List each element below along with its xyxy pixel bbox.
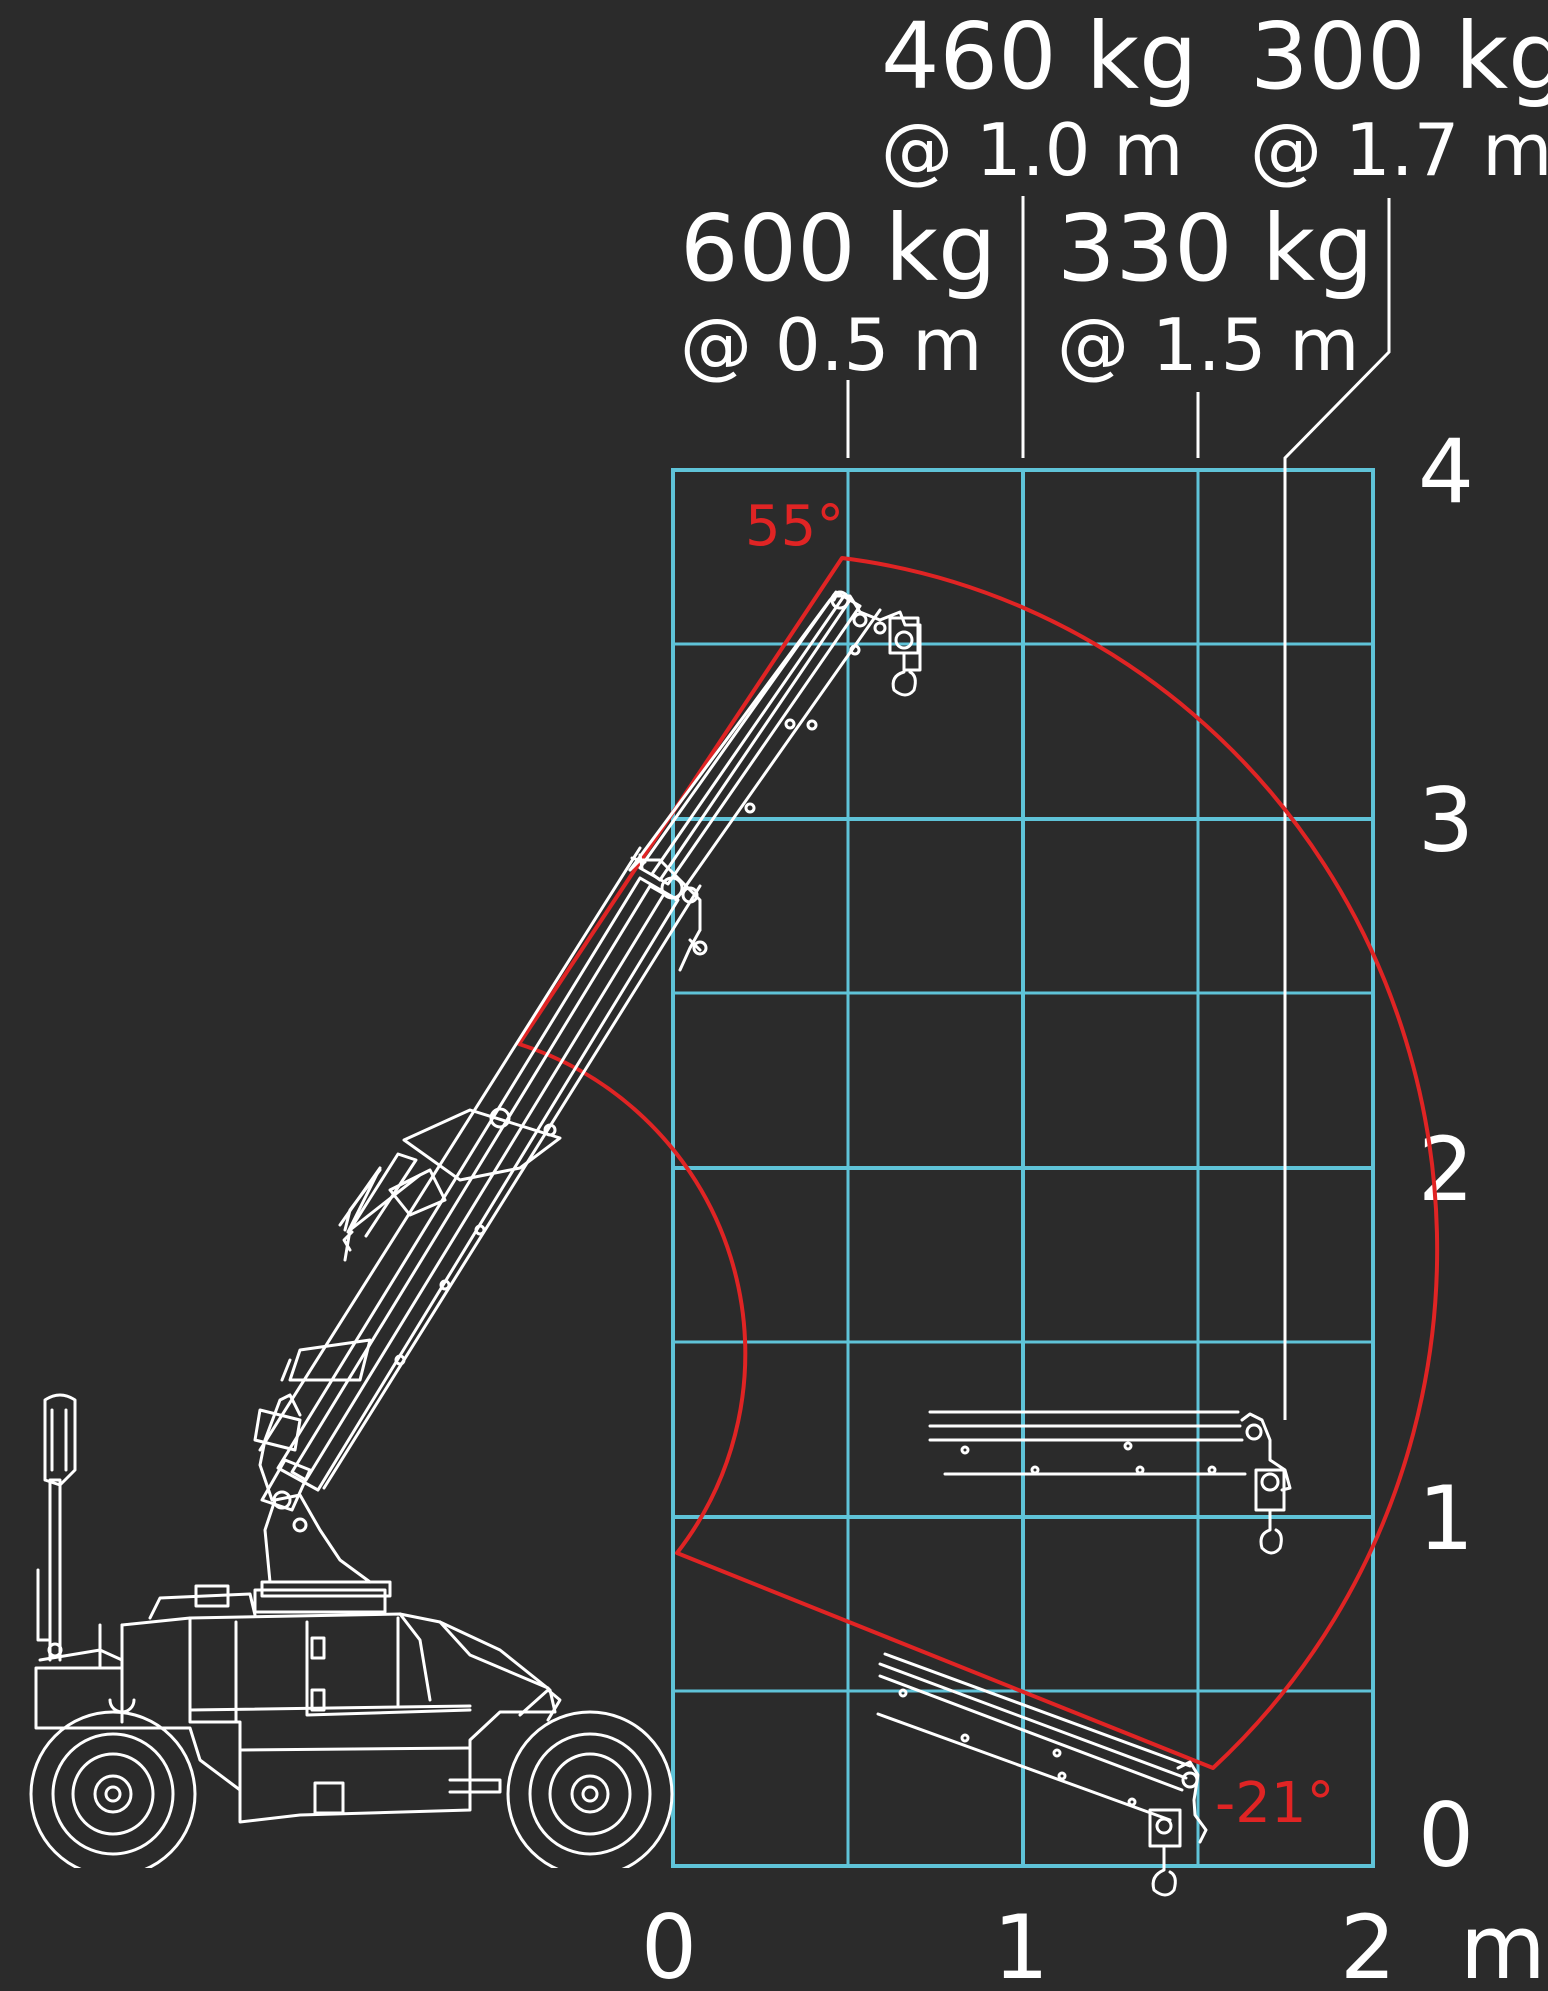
reach-label: @ 0.5 m [680,303,982,387]
load-label: 300 kg [1250,3,1548,110]
leader-lines [846,196,1391,1420]
x-axis-unit: m [1460,1896,1546,1991]
load-label: 600 kg [680,195,997,302]
boom-base [258,1393,392,1598]
boom-head-top [830,590,922,697]
y-tick-label: 0 [1418,1784,1474,1887]
main-boom [253,846,702,1492]
leader-line-1-7m [1283,198,1391,1420]
operator-post [36,1393,124,1662]
reach-grid [671,468,1375,1868]
load-label: 330 kg [1057,195,1374,302]
boom-horizontal [928,1410,1292,1555]
load-label: 460 kg [881,3,1198,110]
min-angle-label: -21° [1215,1771,1334,1836]
rear-wheel [29,1710,197,1878]
max-angle-label: 55° [745,494,844,559]
front-wheel [506,1710,674,1878]
y-tick-label: 4 [1418,420,1474,523]
working-envelope [517,556,1440,1770]
reach-label: @ 1.0 m [881,108,1183,192]
load-labels: 600 kg @ 0.5 m 460 kg @ 1.0 m 330 kg @ 1… [680,3,1548,387]
reach-label: @ 1.7 m [1250,108,1548,192]
boom-lowered [876,1652,1208,1897]
y-tick-label: 3 [1418,769,1474,872]
boom-extension [628,590,882,972]
x-tick-label: 2 [1340,1896,1396,1991]
vehicle-drawing [20,590,1292,1897]
x-tick-label: 0 [641,1896,697,1991]
reach-label: @ 1.5 m [1057,303,1359,387]
y-tick-label: 1 [1418,1467,1474,1570]
x-tick-label: 1 [993,1896,1049,1991]
y-axis-ticks: 4 3 2 1 0 [1418,420,1474,1887]
x-axis-ticks: 0 1 2 m [641,1896,1546,1991]
chassis [34,1584,562,1824]
